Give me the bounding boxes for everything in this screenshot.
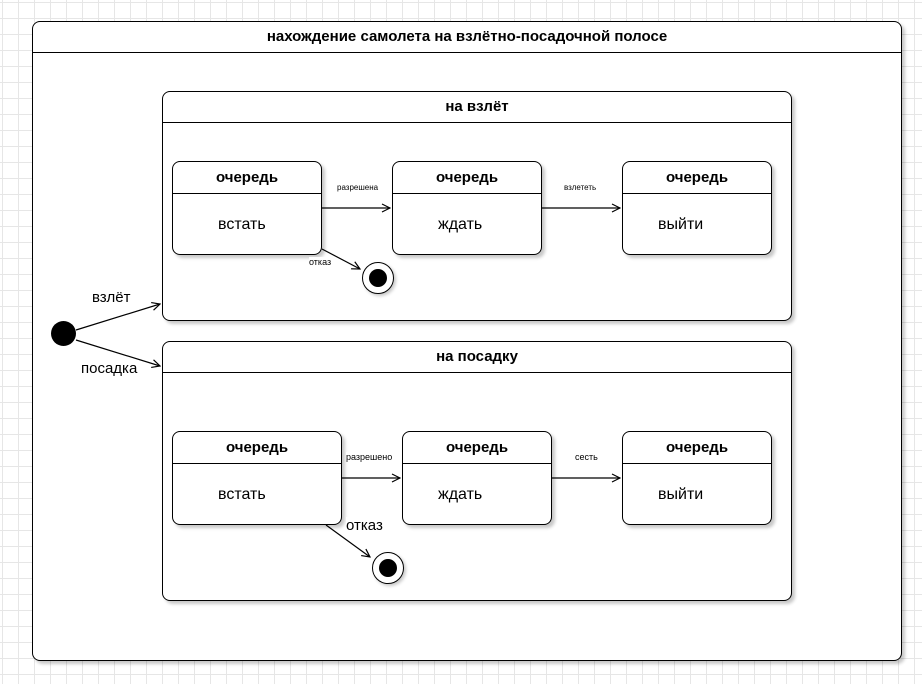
state-text: встать — [218, 216, 266, 233]
takeoff-state-wait: очередь ждать — [392, 161, 542, 255]
label-initial-landing: посадка — [81, 360, 138, 377]
state-text: ждать — [438, 216, 483, 233]
state-text: ждать — [438, 486, 483, 503]
state-header: очередь — [173, 162, 321, 194]
initial-state — [51, 321, 76, 346]
landing-state-stand: очередь встать — [172, 431, 342, 525]
label-landing-allowed: разрешено — [346, 452, 393, 462]
label-takeoff-refuse: отказ — [309, 257, 332, 267]
label-takeoff-allowed: разрешена — [337, 183, 379, 192]
edge-initial-landing — [75, 339, 160, 366]
state-header: очередь — [623, 162, 771, 194]
state-header: очередь — [623, 432, 771, 464]
edge-landing-refuse — [325, 524, 370, 557]
final-state-dot — [379, 559, 397, 577]
label-landing-land: сесть — [575, 452, 598, 462]
takeoff-state-stand: очередь встать — [172, 161, 322, 255]
edge-initial-takeoff — [75, 304, 160, 331]
state-header: очередь — [173, 432, 341, 464]
label-landing-refuse: отказ — [346, 517, 383, 534]
landing-state-exit: очередь выйти — [622, 431, 772, 525]
final-state-dot — [369, 269, 387, 287]
takeoff-title: на взлёт — [163, 92, 791, 123]
state-text: выйти — [658, 216, 704, 233]
edge-takeoff-refuse — [321, 248, 360, 269]
takeoff-state-exit: очередь выйти — [622, 161, 772, 255]
state-text: встать — [218, 486, 266, 503]
state-header: очередь — [393, 162, 541, 194]
diagram-title: нахождение самолета на взлётно-посадочно… — [33, 22, 901, 53]
final-state-landing — [372, 552, 404, 584]
label-takeoff-fly: взлететь — [564, 183, 597, 192]
landing-title: на посадку — [163, 342, 791, 373]
final-state-takeoff — [362, 262, 394, 294]
landing-state-wait: очередь ждать — [402, 431, 552, 525]
state-header: очередь — [403, 432, 551, 464]
state-text: выйти — [658, 486, 704, 503]
label-initial-takeoff: взлёт — [92, 289, 131, 306]
